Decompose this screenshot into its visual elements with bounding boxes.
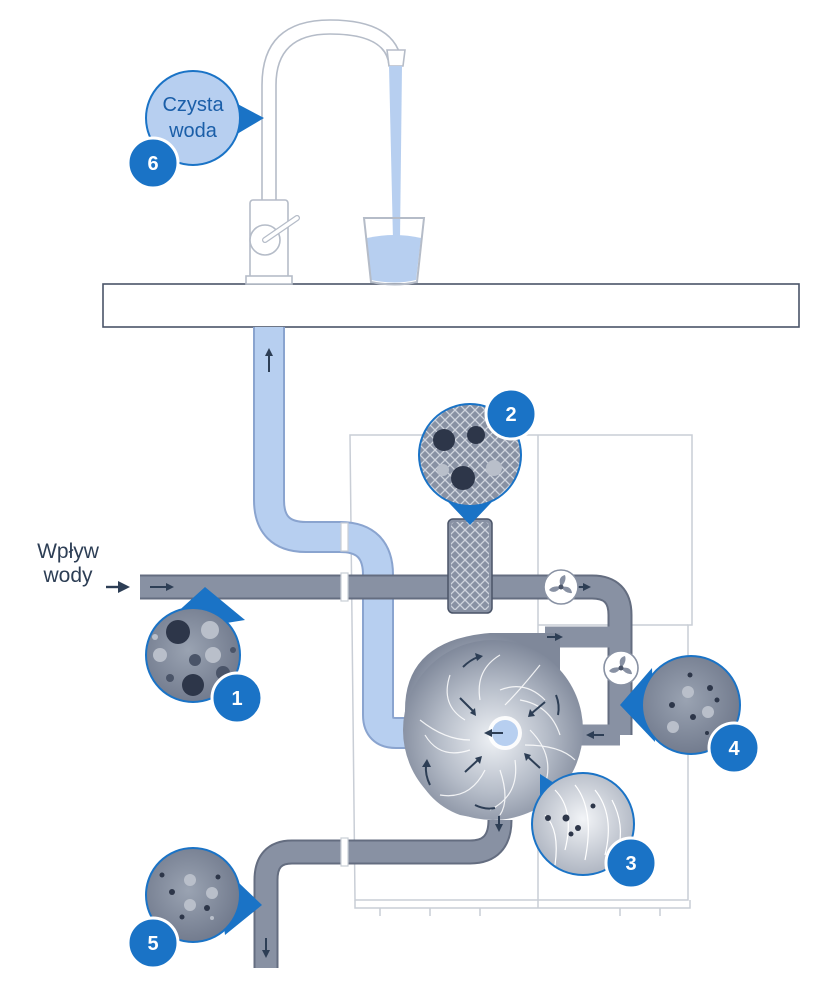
step-number: 5 xyxy=(147,933,158,955)
step-badge-3: 3 xyxy=(604,836,658,890)
step-badge-2: 2 xyxy=(484,387,538,441)
step-badge-4: 4 xyxy=(707,721,761,775)
pipe-collars xyxy=(340,522,349,867)
inflow-arrow-icon xyxy=(106,581,130,593)
water-inflow-label: Wpływ wody xyxy=(18,540,118,588)
treatment-chamber xyxy=(403,633,583,820)
faucet-icon xyxy=(245,19,406,285)
step-badge-5: 5 xyxy=(126,916,180,970)
water-stream xyxy=(389,66,402,240)
clean-water-label-line1: Czysta xyxy=(162,94,224,116)
step-number: 2 xyxy=(505,404,516,426)
flow-arrows xyxy=(150,348,604,958)
step-badge-6: 6 xyxy=(126,136,180,190)
cabinet xyxy=(349,434,693,916)
step-number: 3 xyxy=(625,853,636,875)
water-inflow-label-line2: wody xyxy=(43,564,93,587)
step-badge-1: 1 xyxy=(210,671,264,725)
callout-5 xyxy=(145,847,262,943)
countertop xyxy=(102,283,800,328)
filter-cartridge xyxy=(447,518,493,614)
step-number: 1 xyxy=(231,688,242,710)
glass-icon xyxy=(362,217,426,286)
fan-icon xyxy=(603,650,639,686)
callout-1 xyxy=(145,587,245,703)
water-inflow-label-line1: Wpływ xyxy=(37,540,99,563)
fan-icon xyxy=(543,569,579,605)
clean-water-label-line2: woda xyxy=(168,120,218,142)
callout-6: Czysta woda xyxy=(145,70,264,166)
step-number: 4 xyxy=(728,738,740,760)
step-number: 6 xyxy=(147,153,158,175)
